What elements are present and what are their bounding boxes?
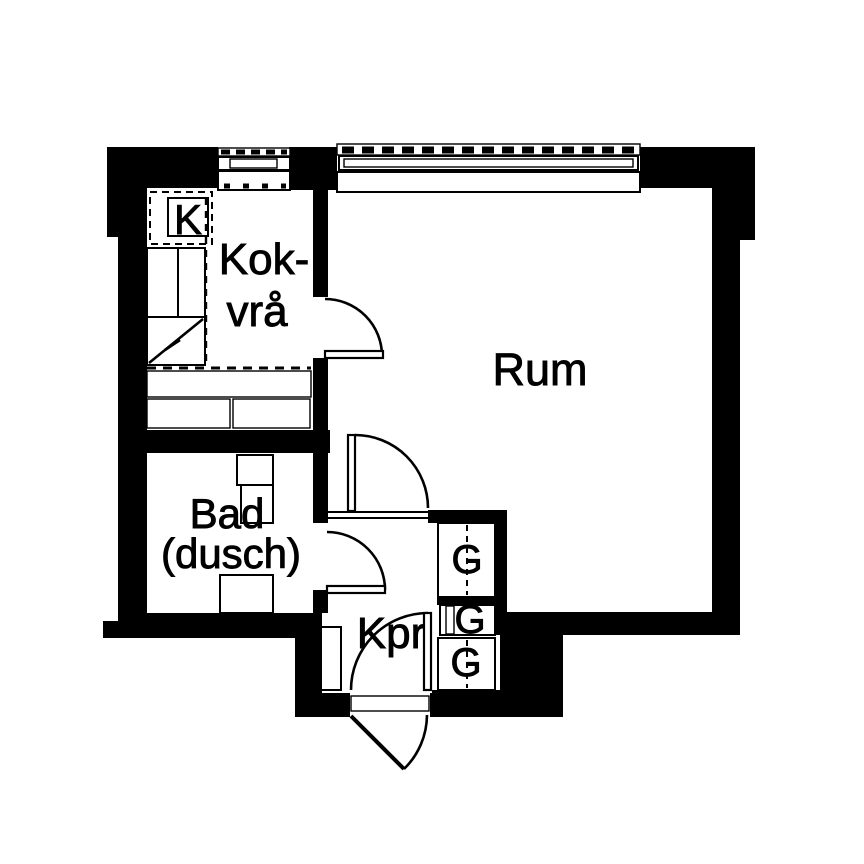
walls — [103, 147, 755, 717]
door-rum-to-hall — [346, 433, 430, 513]
door-swing-arc — [354, 433, 430, 509]
wardrobe-label: G — [454, 598, 485, 642]
toilet-bowl — [240, 484, 274, 524]
kitchen-counter — [146, 247, 206, 318]
fridge-box — [167, 197, 209, 237]
fridge-dashed-outline — [149, 191, 213, 245]
wall-bath-bottom — [120, 613, 322, 638]
room-label-closet-room: Kpr — [357, 609, 425, 658]
entrance-threshold — [350, 695, 430, 712]
window-kitchen-glass-inner — [229, 158, 278, 169]
kitchen-fixtures: K — [146, 191, 312, 429]
kitchen-appliance-left — [146, 398, 231, 429]
toilet-tank — [236, 454, 274, 486]
room-label-kitchenette-line2: vrå — [226, 287, 288, 336]
wall-kitchen-bath — [118, 430, 330, 453]
kitchen-sink-diagonal — [148, 317, 204, 365]
wardrobe-top — [437, 522, 496, 598]
door-leaf — [346, 433, 357, 513]
wardrobes: G G G — [437, 522, 496, 691]
door-swing-arc-inward — [349, 611, 429, 691]
room-label-bathroom-line1: Bad — [190, 490, 265, 537]
window-kitchen-sill — [217, 170, 291, 191]
wall-closet-bottom — [432, 690, 507, 696]
window-main-glass-inner — [343, 158, 634, 168]
wall-kitchen-rum-upper — [313, 188, 328, 297]
wall-entry-right — [430, 693, 563, 717]
wall-right-upper — [712, 147, 755, 240]
door-kitchen-to-rum — [323, 297, 385, 360]
entrance-door — [349, 611, 433, 771]
door-leaf-outward — [349, 714, 406, 771]
room-labels: Kok- vrå Rum Bad (dusch) Kpr — [161, 235, 588, 659]
kitchen-faucet-tick — [164, 338, 181, 352]
door-leaf-inward — [422, 611, 433, 692]
door-leaf — [323, 349, 385, 360]
room-label-kitchenette-line1: Kok- — [219, 235, 309, 284]
washbasin — [219, 574, 274, 614]
wall-bath-bottom-step — [103, 621, 120, 638]
window-main — [336, 143, 641, 193]
kitchen-appliance-right — [232, 398, 311, 429]
room-label-main-room: Rum — [492, 344, 587, 395]
wall-kitchen-rum-lower — [313, 358, 328, 523]
wall-closet-right — [495, 512, 507, 612]
window-main-sill — [336, 171, 641, 193]
wardrobe-label: G — [451, 538, 482, 582]
fridge-label: K — [174, 196, 202, 243]
wall-closet-separator — [437, 597, 495, 605]
wall-hall-top — [428, 510, 507, 523]
door-swing-arc — [324, 297, 384, 357]
wardrobe-middle-shelf — [445, 605, 455, 635]
wall-left-upper — [107, 147, 147, 237]
kitchen-lower-counter — [146, 370, 312, 398]
radiator — [320, 626, 342, 691]
wall-bath-hall-stub — [313, 590, 328, 613]
window-kitchen — [217, 147, 291, 191]
door-swing-arc-outward — [403, 714, 429, 770]
door-bathroom — [325, 530, 387, 595]
wardrobe-label: G — [450, 641, 481, 685]
room-label-bathroom-line2: (dusch) — [161, 530, 301, 577]
hall-top-partition — [328, 511, 430, 519]
wall-right-lower — [712, 240, 740, 612]
wall-hall-left — [295, 613, 322, 717]
wall-top-middle — [289, 147, 337, 190]
door-leaf — [325, 584, 387, 595]
door-swing-arc — [326, 530, 387, 591]
bathroom-fixtures — [219, 454, 274, 614]
